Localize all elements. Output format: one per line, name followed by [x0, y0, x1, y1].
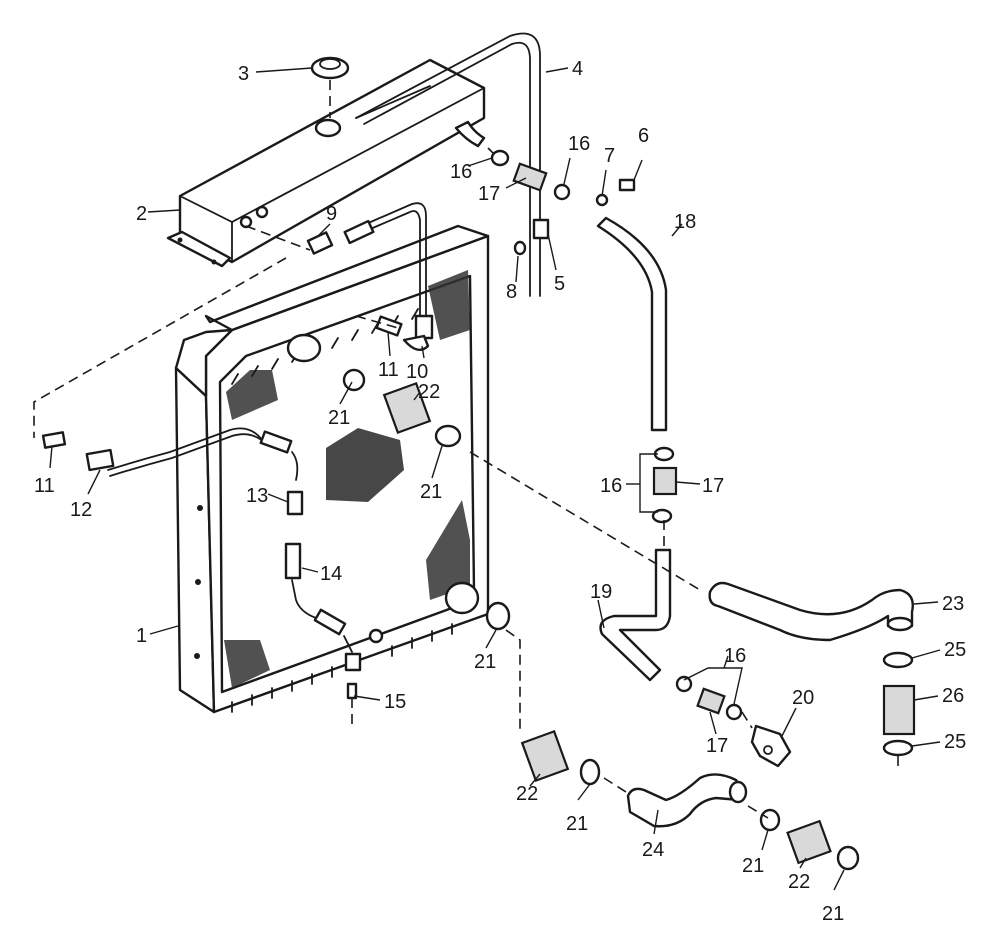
- callout-19: 19: [590, 581, 612, 603]
- callout-25-lower: 25: [944, 731, 966, 753]
- callout-6: 6: [638, 125, 649, 147]
- hose-couplings: [342, 368, 860, 871]
- radiator: [174, 224, 490, 714]
- bypass-hose: [599, 548, 672, 682]
- radiator-cap: [310, 56, 350, 118]
- lower-radiator-hose: [626, 773, 748, 828]
- callout-21-lower-left: 21: [566, 813, 588, 835]
- callout-17-upper: 17: [478, 183, 500, 205]
- callout-20: 20: [792, 687, 814, 709]
- vent-hose: [596, 216, 668, 432]
- callout-22-lower-right: 22: [788, 871, 810, 893]
- pipe-clip: [532, 218, 550, 240]
- callout-10: 10: [406, 361, 428, 383]
- expansion-tank: [166, 58, 486, 268]
- callout-22-upper: 22: [418, 381, 440, 403]
- upper-radiator-hose: [708, 581, 914, 642]
- callout-16-upper-left: 16: [450, 161, 472, 183]
- callout-11-left: 11: [34, 475, 55, 497]
- callout-numbers: 1 2 3 4 5 6 7 8 9 10 11 11 12 13 14 15 1…: [34, 58, 966, 925]
- upper-hose-fittings: [490, 149, 636, 256]
- callout-18: 18: [674, 211, 696, 233]
- lower-hose-fittings: [675, 675, 743, 721]
- callout-22-lower-left: 22: [516, 783, 538, 805]
- callout-21-upper-right: 21: [420, 481, 442, 503]
- callout-16-mid: 16: [600, 475, 622, 497]
- mid-hose-fittings: [651, 446, 678, 524]
- callout-21-lower-mid: 21: [742, 855, 764, 877]
- elbow-fitting: [750, 724, 792, 768]
- assembly-guide-lines: [33, 147, 899, 819]
- callout-25-upper: 25: [944, 639, 966, 661]
- callout-23: 23: [942, 593, 964, 615]
- callout-9: 9: [326, 203, 337, 225]
- callout-24: 24: [642, 839, 664, 861]
- callout-17-mid: 17: [702, 475, 724, 497]
- overflow-pipe: [355, 32, 541, 297]
- callout-16-lower: 16: [724, 645, 746, 667]
- callout-14: 14: [320, 563, 342, 585]
- callout-21-upper-left: 21: [328, 407, 350, 429]
- callout-15: 15: [384, 691, 406, 713]
- hose-connector-set: [882, 651, 916, 757]
- callout-8: 8: [506, 281, 517, 303]
- callout-11-upper: 11: [378, 359, 399, 381]
- callout-3: 3: [238, 63, 249, 85]
- callout-2: 2: [136, 203, 147, 225]
- callout-26: 26: [942, 685, 964, 707]
- callout-4: 4: [572, 58, 583, 80]
- callout-leaders: [49, 67, 941, 891]
- callout-21-mid: 21: [474, 651, 496, 673]
- callout-21-lower-right: 21: [822, 903, 844, 925]
- callout-5: 5: [554, 273, 565, 295]
- drain-line: [41, 427, 362, 730]
- callout-1: 1: [136, 625, 147, 647]
- callout-16-upper-right: 16: [568, 133, 590, 155]
- callout-12: 12: [70, 499, 92, 521]
- callout-17-lower: 17: [706, 735, 728, 757]
- callout-13: 13: [246, 485, 268, 507]
- callout-7: 7: [604, 145, 615, 167]
